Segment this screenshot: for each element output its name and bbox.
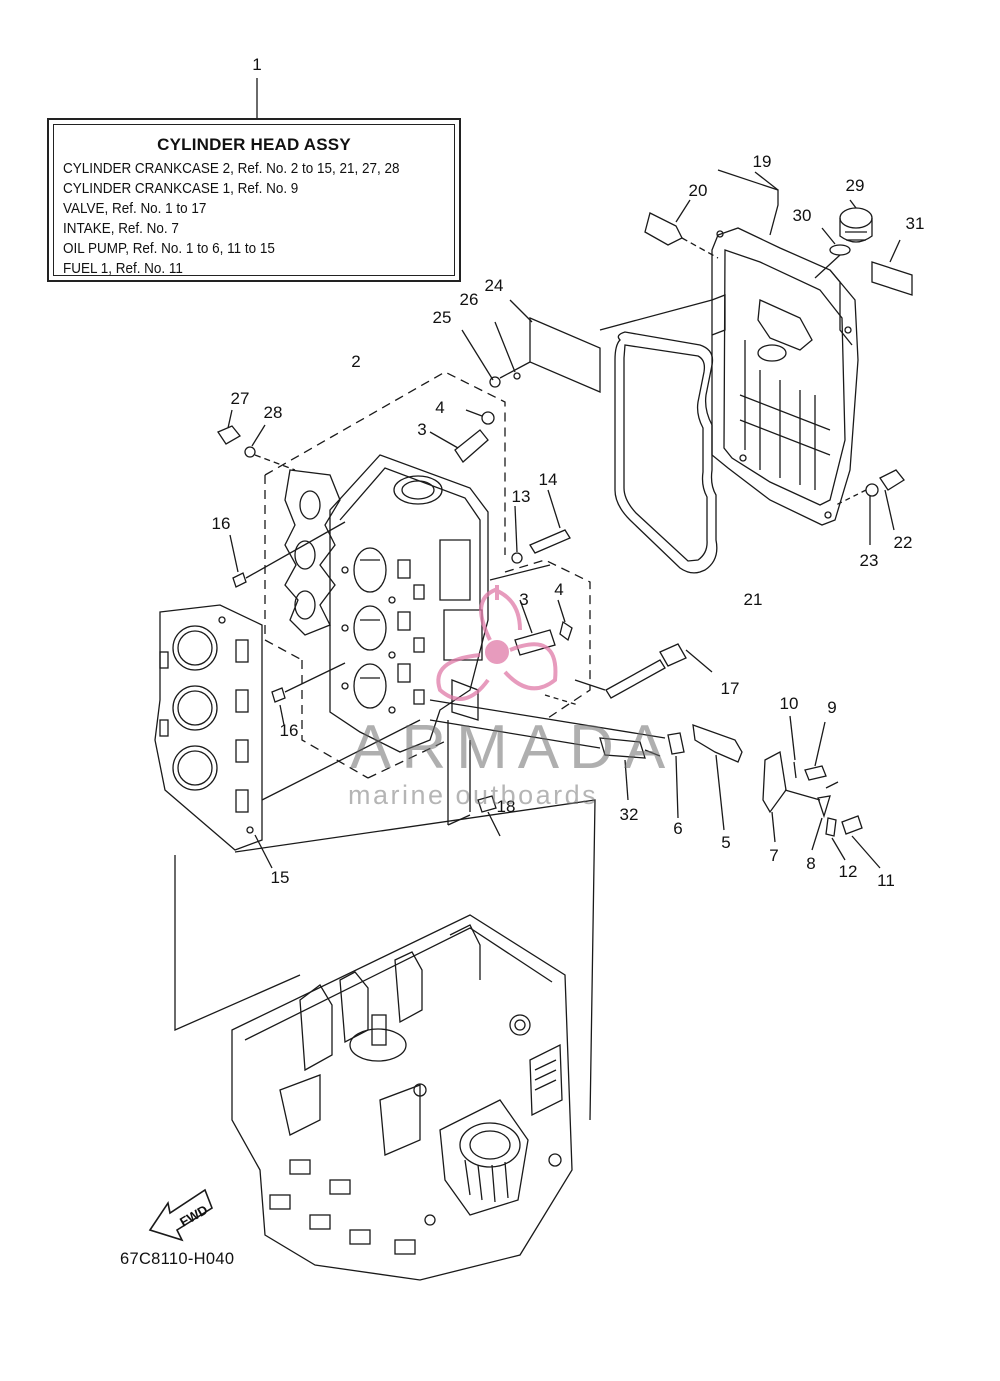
callout-16-lower: 16 — [279, 721, 299, 740]
label-31 — [871, 261, 913, 296]
legend-line: CYLINDER CRANKCASE 1, Ref. No. 9 — [63, 181, 299, 197]
legend-line: OIL PUMP, Ref. No. 1 to 6, 11 to 15 — [63, 241, 275, 257]
callout-10: 10 — [779, 694, 799, 713]
part-7 — [762, 750, 787, 814]
fwd-label: FWD — [177, 1202, 210, 1230]
callout-15: 15 — [270, 868, 290, 887]
callout-19: 19 — [752, 152, 772, 171]
cylinder-block — [231, 914, 573, 1281]
bolt-20 — [644, 199, 719, 259]
watermark-brand: ARMADA — [350, 713, 676, 782]
callout-4: 4 — [435, 398, 445, 417]
callout-12: 12 — [838, 862, 858, 881]
part-5 — [692, 724, 743, 763]
head-cover-gasket — [614, 331, 718, 574]
callout-32: 32 — [619, 805, 639, 824]
callout-20: 20 — [688, 181, 708, 200]
callout-26: 26 — [459, 290, 479, 309]
spark-plug — [599, 737, 646, 759]
callout-22: 22 — [893, 533, 913, 552]
callout-4-lower: 4 — [554, 580, 564, 599]
callout-1: 1 — [252, 55, 262, 74]
callout-13: 13 — [511, 487, 531, 506]
callout-24: 24 — [484, 276, 504, 295]
watermark-tagline: marine outboards — [348, 780, 599, 810]
screw-9 — [804, 765, 827, 781]
screw-11 — [841, 815, 863, 835]
callout-23: 23 — [859, 551, 879, 570]
legend-line: VALVE, Ref. No. 1 to 17 — [63, 201, 207, 217]
oil-filler-cap — [839, 199, 873, 243]
callout-11: 11 — [877, 871, 895, 890]
callout-17: 17 — [720, 679, 740, 698]
legend-line: FUEL 1, Ref. No. 11 — [63, 261, 183, 277]
cylinder-head — [329, 454, 489, 753]
callout-14: 14 — [538, 470, 558, 489]
callout-3: 3 — [417, 420, 427, 439]
callout-28: 28 — [263, 403, 283, 422]
callout-31: 31 — [905, 214, 925, 233]
callout-27: 27 — [230, 389, 250, 408]
callout-25: 25 — [432, 308, 452, 327]
callout-21: 21 — [743, 590, 763, 609]
callout-18: 18 — [496, 797, 516, 816]
part-8 — [817, 795, 831, 819]
o-ring-30 — [829, 244, 851, 256]
propeller-logo-icon — [436, 585, 558, 701]
callout-3-lower: 3 — [519, 590, 529, 609]
callout-16: 16 — [211, 514, 231, 533]
callout-7: 7 — [769, 846, 779, 865]
cylinder-head-dashed-outline — [264, 371, 591, 779]
callout-29: 29 — [845, 176, 865, 195]
washer-12 — [825, 817, 837, 837]
callout-6: 6 — [673, 819, 683, 838]
legend-line: INTAKE, Ref. No. 7 — [63, 221, 179, 237]
head-gasket — [154, 604, 263, 851]
fwd-arrow-icon — [148, 1188, 213, 1242]
callout-8: 8 — [806, 854, 816, 873]
head-cover — [711, 227, 859, 526]
catalog-number: 67C8110-H040 — [120, 1250, 235, 1268]
callout-30: 30 — [792, 206, 812, 225]
part-6 — [667, 732, 685, 755]
plate-24 — [529, 317, 601, 393]
callout-2: 2 — [351, 352, 361, 371]
legend-title: CYLINDER HEAD ASSY — [157, 135, 351, 154]
legend-inner-frame: CYLINDER HEAD ASSY CYLINDER CRANKCASE 2,… — [53, 124, 455, 277]
legend-box: CYLINDER HEAD ASSY CYLINDER CRANKCASE 2,… — [47, 118, 461, 282]
legend-line: CYLINDER CRANKCASE 2, Ref. No. 2 to 15, … — [63, 161, 400, 177]
callout-5: 5 — [721, 833, 731, 852]
callout-9: 9 — [827, 698, 837, 717]
